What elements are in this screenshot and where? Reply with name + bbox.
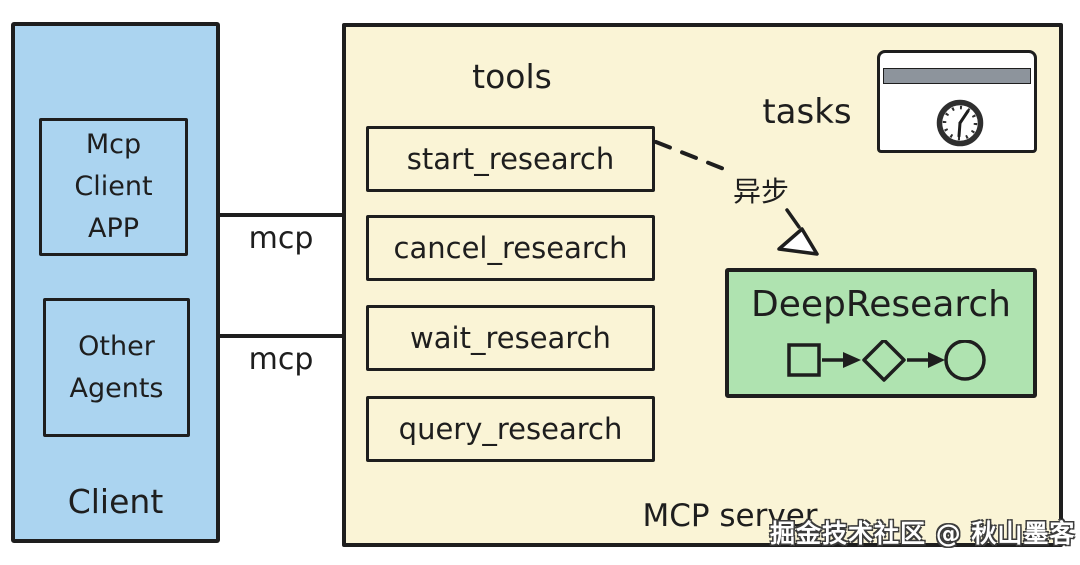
tool-cancel-research: cancel_research — [366, 215, 655, 281]
deep-research-node: DeepResearch — [725, 268, 1037, 398]
deep-research-label: DeepResearch — [751, 284, 1011, 325]
async-label: 异步 — [733, 175, 790, 208]
watermark: 掘金技术社区 @ 秋山墨客 — [770, 519, 1076, 548]
mcp-client-app-line3: APP — [87, 212, 140, 244]
tool-query-research: query_research — [366, 396, 655, 462]
tool-start-research: start_research — [366, 126, 655, 192]
window-titlebar — [883, 68, 1031, 84]
workflow-diamond-icon — [862, 340, 906, 382]
mcp-connector-bottom — [219, 334, 343, 338]
workflow-arrow2-icon — [928, 352, 945, 368]
client-panel-label: Client — [67, 482, 164, 521]
mcp-client-app-line2: Client — [74, 171, 153, 203]
workflow-arrow-icon — [843, 352, 861, 368]
other-agents-line1: Other — [78, 330, 155, 362]
workflow-circle-icon — [944, 340, 986, 381]
tool-wait-research: wait_research — [366, 305, 655, 371]
client-panel — [11, 22, 220, 543]
tasks-label: tasks — [762, 92, 852, 132]
mcp-client-app-line1: Mcp — [85, 129, 142, 161]
mcp-connector-top-label: mcp — [248, 221, 314, 256]
workflow-icon — [787, 340, 986, 382]
mcp-client-app-node: Mcp Client APP — [39, 118, 188, 256]
clock-icon — [936, 99, 984, 147]
tasks-window-icon — [877, 50, 1037, 153]
mcp-connector-top — [219, 213, 343, 217]
other-agents-line2: Agents — [69, 372, 164, 404]
mcp-server-label: MCP server — [642, 498, 818, 534]
mcp-connector-bottom-label: mcp — [248, 342, 314, 377]
tools-heading: tools — [472, 57, 552, 96]
workflow-square-icon — [787, 343, 821, 377]
other-agents-node: Other Agents — [43, 298, 190, 437]
